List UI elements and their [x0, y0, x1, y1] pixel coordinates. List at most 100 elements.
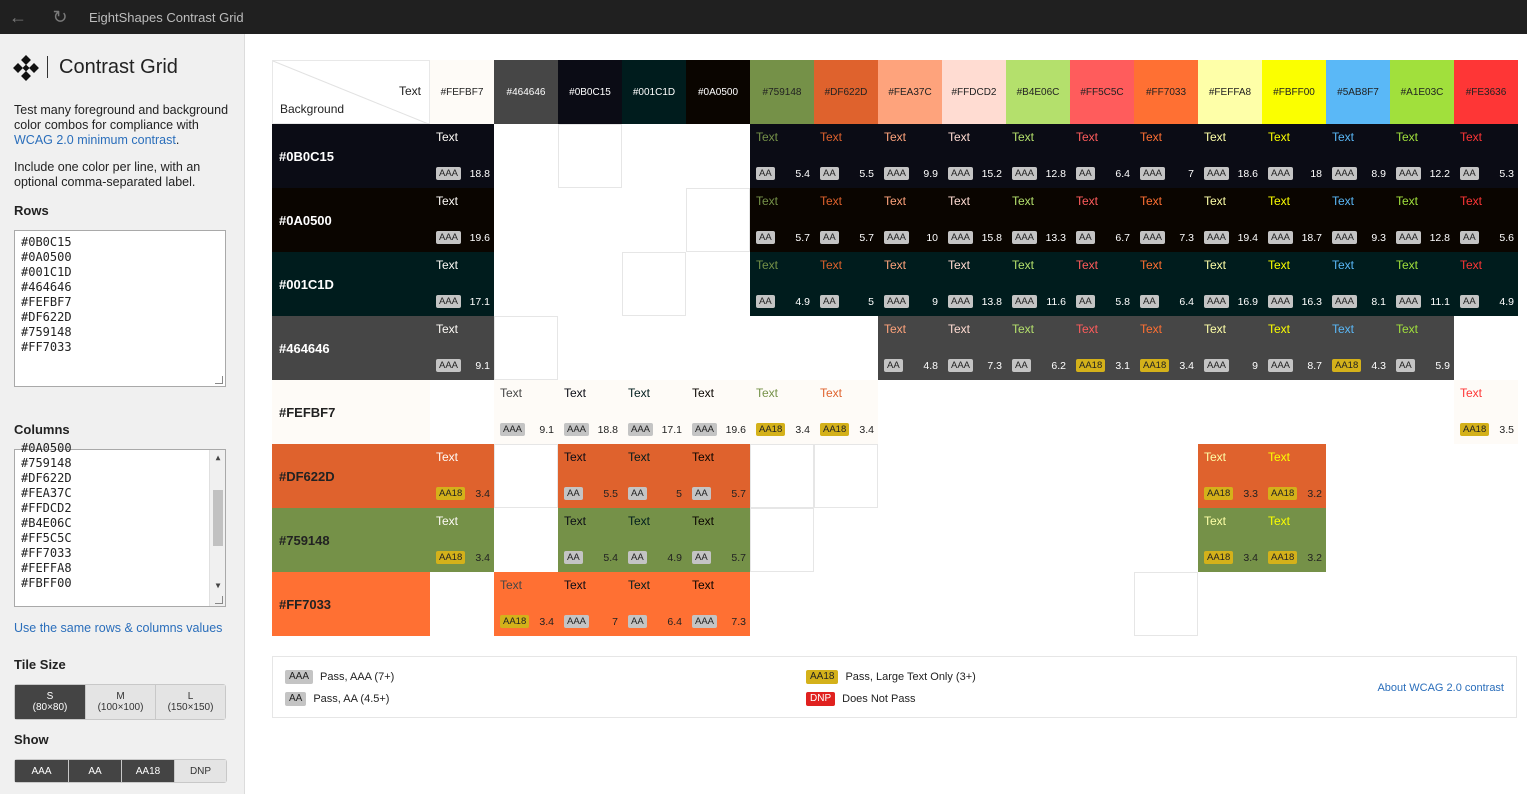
row-header: #FEFBF7	[272, 380, 430, 444]
tile-contrast-ratio: 19.6	[469, 232, 490, 244]
scroll-thumb[interactable]	[213, 490, 223, 546]
textarea-line: #B4E06C	[21, 516, 72, 530]
column-header: #5AB8F7	[1326, 60, 1390, 124]
tile-contrast-ratio: 3.3	[1243, 488, 1258, 500]
columns-textarea[interactable]: ▲ ▼ #0A0500#759148#DF622D#FEA37C#FFDCD2#…	[14, 441, 226, 607]
tile-sample-text: Text	[1012, 322, 1035, 336]
legend-text: Pass, AAA (7+)	[320, 671, 395, 683]
tile-contrast-ratio: 3.4	[1179, 360, 1194, 372]
tile-contrast-ratio: 4.8	[923, 360, 938, 372]
scroll-down-icon[interactable]: ▼	[215, 580, 221, 590]
tile-sample-text: Text	[1396, 194, 1419, 208]
legend-item-dnp: DNP Does Not Pass	[806, 692, 916, 706]
tile-pass-badge: AA	[628, 615, 647, 628]
tile-contrast-ratio: 11.6	[1046, 296, 1066, 308]
textarea-line: #DF622D	[21, 310, 72, 324]
tile-contrast-ratio: 12.8	[1429, 232, 1450, 244]
legend: AAA Pass, AAA (7+) AA Pass, AA (4.5+) AA…	[272, 656, 1517, 718]
wcag-link[interactable]: WCAG 2.0 minimum contrast	[14, 133, 176, 147]
show-option[interactable]: AA18	[121, 760, 174, 782]
show-option[interactable]: AA	[68, 760, 121, 782]
tile-contrast-ratio: 3.2	[1307, 488, 1322, 500]
rows-textarea[interactable]: #0B0C15#0A0500#001C1D#464646#FEFBF7#DF62…	[14, 230, 226, 387]
tile-sample-text: Text	[1012, 258, 1035, 272]
sidebar: Contrast Grid Test many foreground and b…	[0, 34, 245, 794]
tile-pass-badge: AAA	[1204, 231, 1230, 244]
tile-sample-text: Text	[1204, 194, 1227, 208]
column-header: #FEA37C	[878, 60, 942, 124]
tile-sample-text: Text	[948, 258, 971, 272]
tile-pass-badge: AAA	[1012, 231, 1038, 244]
tile-sample-text: Text	[1012, 130, 1035, 144]
textarea-line: #0A0500	[21, 250, 72, 264]
corner-text-label: Text	[398, 84, 421, 98]
tile-contrast-ratio: 6.7	[1115, 232, 1130, 244]
textarea-line: #759148	[21, 325, 72, 339]
tile-contrast-ratio: 4.9	[667, 552, 682, 564]
legend-item-aa18: AA18 Pass, Large Text Only (3+)	[806, 670, 976, 684]
tile-sample-text: Text	[628, 514, 651, 528]
resize-grip-icon[interactable]	[215, 596, 223, 604]
tile-size-option[interactable]: S(80×80)	[15, 685, 85, 719]
tile-contrast-ratio: 19.4	[1237, 232, 1258, 244]
tile-pass-badge: AAA	[1204, 295, 1230, 308]
tile-sample-text: Text	[948, 322, 971, 336]
tile-contrast-ratio: 8.9	[1371, 168, 1386, 180]
empty-tile	[622, 252, 686, 316]
tile-contrast-ratio: 4.3	[1371, 360, 1386, 372]
tile-sample-text: Text	[756, 386, 779, 400]
refresh-icon[interactable]: ↻	[52, 6, 68, 27]
same-values-link[interactable]: Use the same rows & columns values	[14, 621, 223, 635]
tile-contrast-ratio: 5.3	[1499, 168, 1514, 180]
column-header: #464646	[494, 60, 558, 124]
tile-pass-badge: AA18	[436, 551, 466, 564]
tile-sample-text: Text	[1460, 386, 1483, 400]
textarea-line: #FBFF00	[21, 576, 72, 590]
show-option[interactable]: AAA	[15, 760, 68, 782]
tile-contrast-ratio: 7.3	[731, 616, 746, 628]
tile-pass-badge: AAA	[948, 167, 974, 180]
tile-pass-badge: AA	[1460, 231, 1479, 244]
tile-size-letter: L	[187, 691, 194, 702]
back-arrow-icon[interactable]: ←	[9, 6, 27, 27]
tile-pass-badge: AAA	[564, 423, 590, 436]
textarea-line: #FF5C5C	[21, 531, 72, 545]
tile-sample-text: Text	[436, 258, 459, 272]
tile-contrast-ratio: 5.7	[795, 232, 810, 244]
about-wcag-link[interactable]: About WCAG 2.0 contrast	[1377, 682, 1504, 694]
tile-size-option[interactable]: M(100×100)	[85, 685, 155, 719]
tile-contrast-ratio: 3.4	[795, 424, 810, 436]
resize-grip-icon[interactable]	[215, 376, 223, 384]
columns-scrollbar[interactable]: ▲ ▼	[209, 450, 225, 606]
tile-sample-text: Text	[948, 194, 971, 208]
window-title: EightShapes Contrast Grid	[89, 10, 244, 25]
tile-pass-badge: AA	[884, 359, 903, 372]
tile-contrast-ratio: 12.2	[1429, 168, 1450, 180]
columns-label: Columns	[14, 422, 70, 437]
tile-pass-badge: AA18	[1268, 487, 1298, 500]
tile-pass-badge: AAA	[948, 231, 974, 244]
show-option[interactable]: DNP	[174, 760, 226, 782]
tile-contrast-ratio: 9.1	[475, 360, 490, 372]
tile-size-option[interactable]: L(150×150)	[155, 685, 225, 719]
tile-sample-text: Text	[1204, 514, 1227, 528]
tile-size-control: S(80×80)M(100×100)L(150×150)	[14, 684, 226, 720]
tile-contrast-ratio: 7.3	[987, 360, 1002, 372]
legend-item-aaa: AAA Pass, AAA (7+)	[285, 670, 394, 684]
tile-contrast-ratio: 6.2	[1051, 360, 1066, 372]
tile-size-letter: S	[46, 691, 54, 702]
tile-contrast-ratio: 18.8	[469, 168, 490, 180]
tile-pass-badge: AAA	[564, 615, 590, 628]
tile-contrast-ratio: 18.8	[597, 424, 618, 436]
scroll-up-icon[interactable]: ▲	[215, 452, 221, 462]
